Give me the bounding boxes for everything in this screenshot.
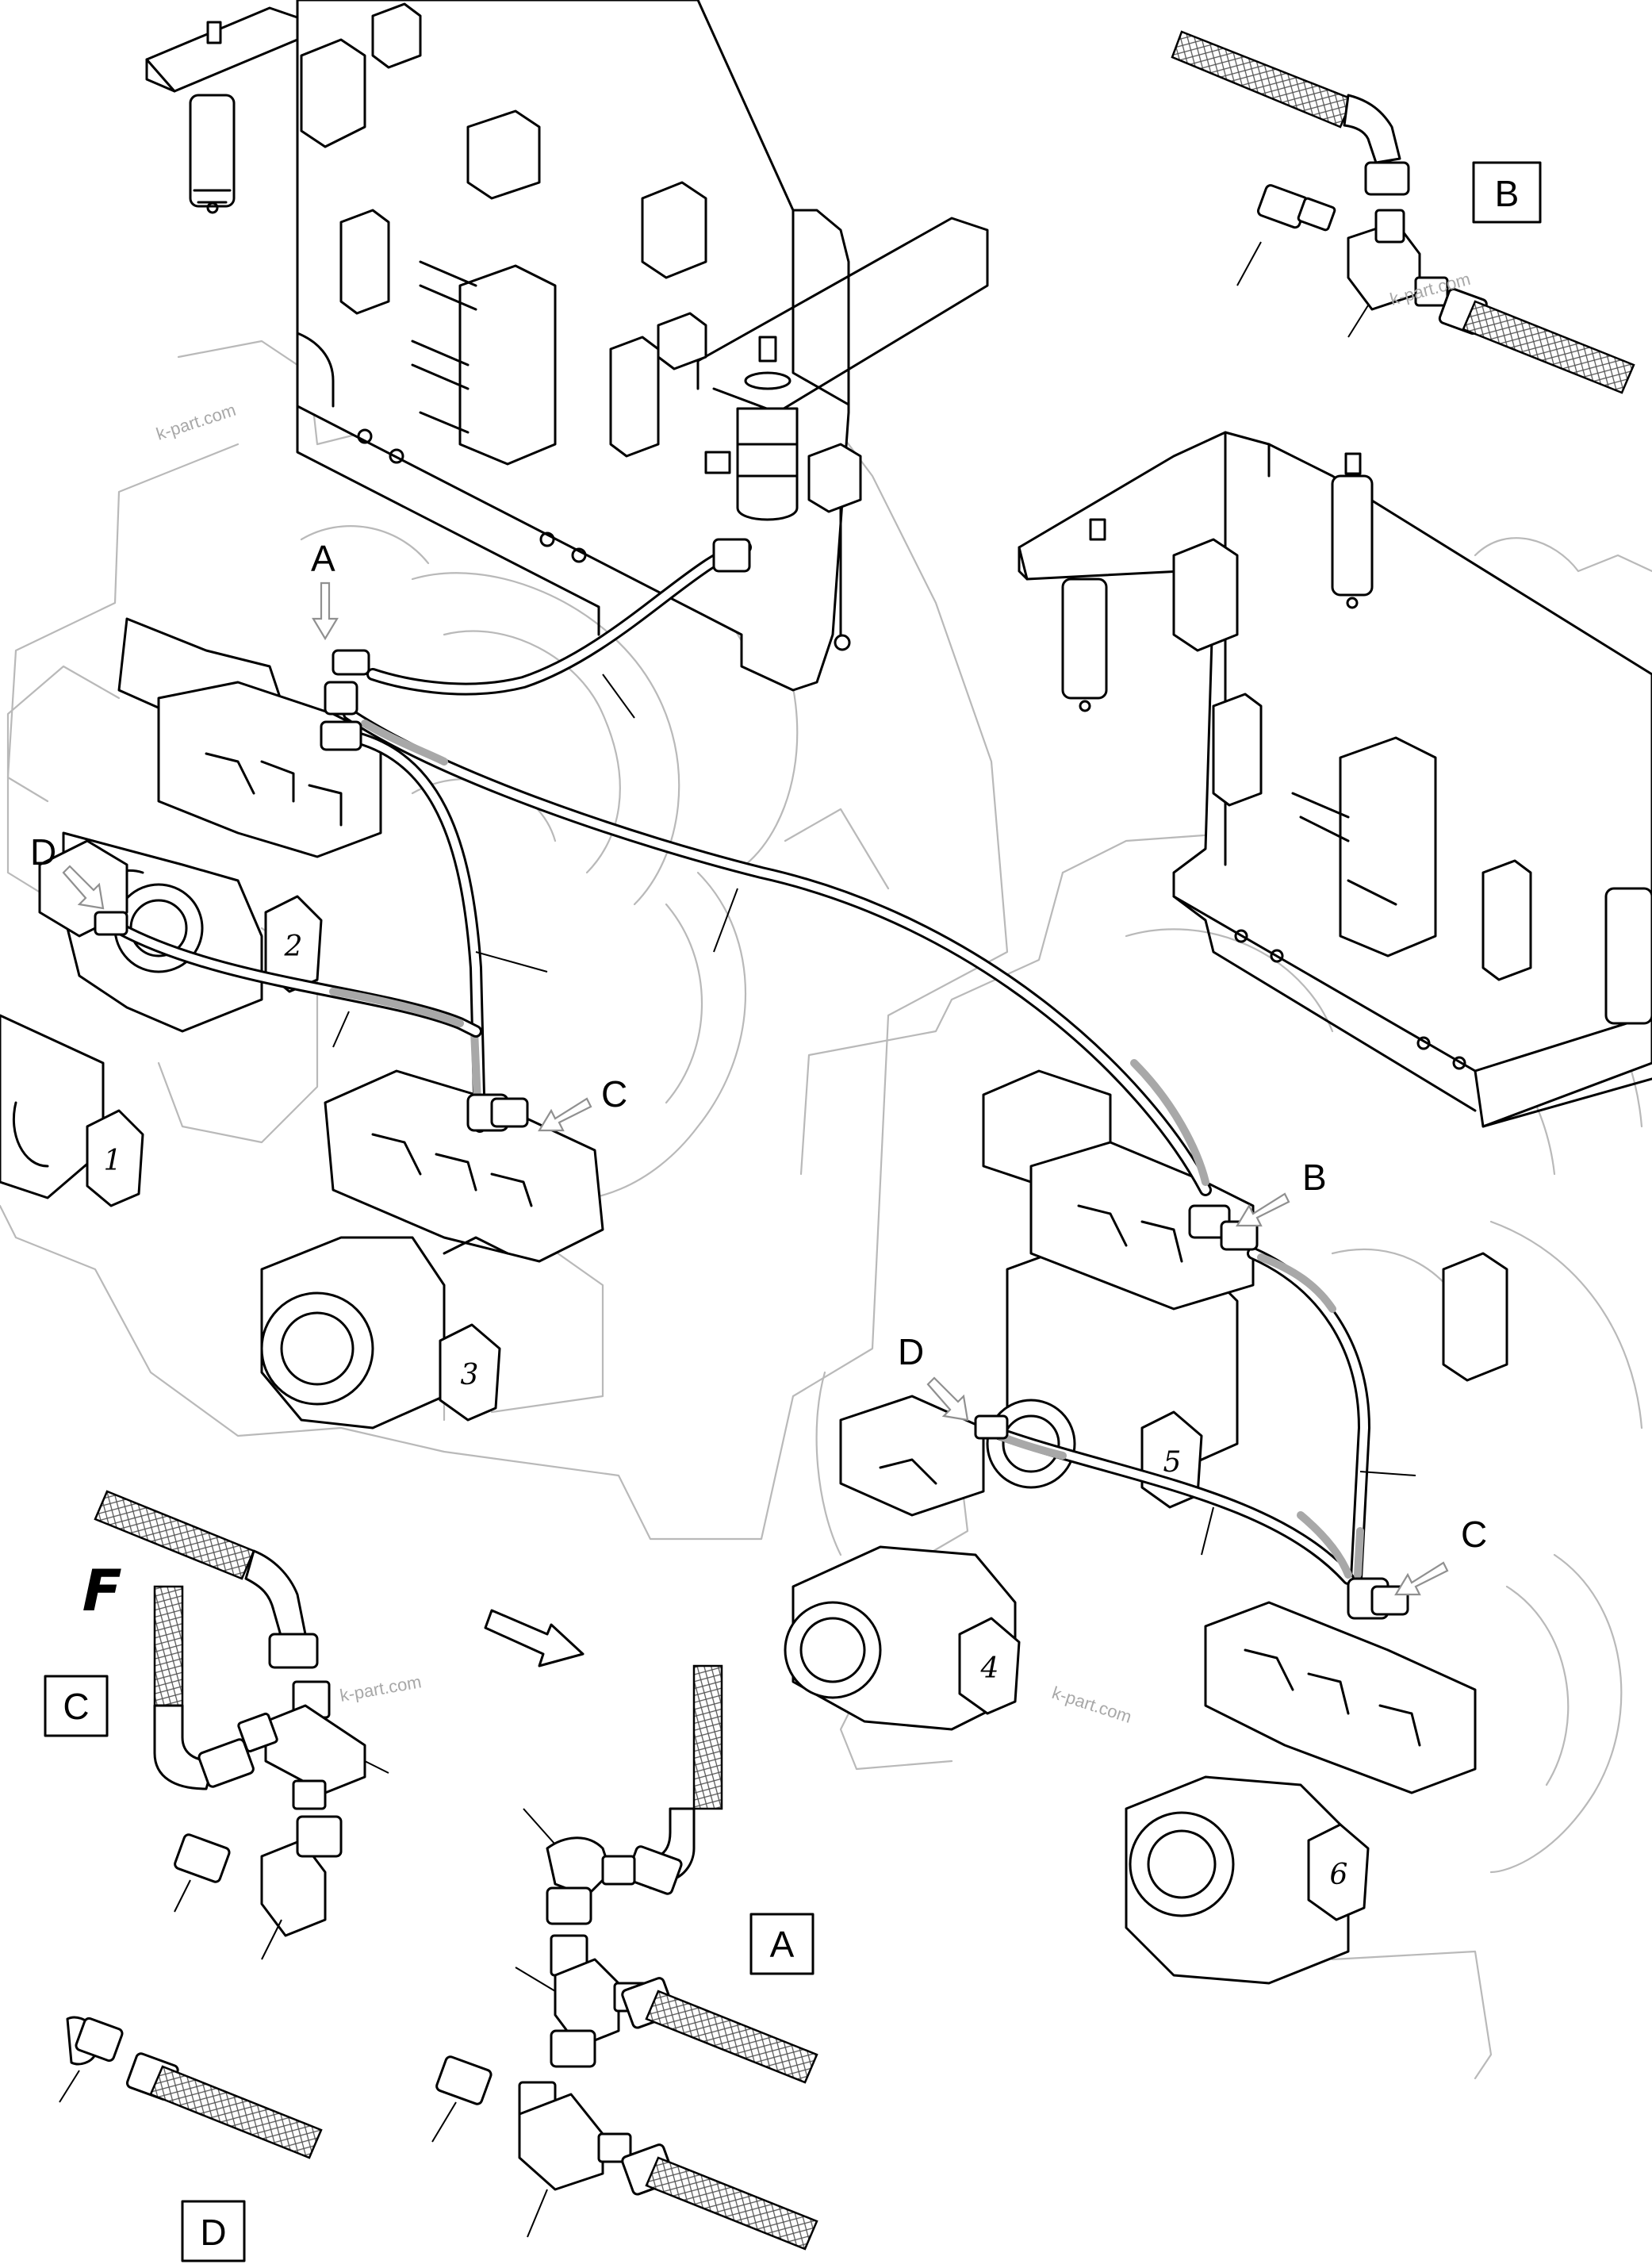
detail-c-label: C (63, 1686, 89, 1727)
detail-a-label-box (749, 1913, 815, 1975)
pump-units-left: 1 2 3 (0, 617, 604, 1429)
callout-arrows (62, 581, 1449, 1596)
pump-number-4: 4 (980, 1652, 999, 1685)
pump-units-right: 4 5 6 (784, 1069, 1508, 1985)
detail-b-label: B (1495, 173, 1520, 214)
detail-b: B (1171, 30, 1635, 394)
detail-d-label: D (200, 2212, 226, 2253)
callout-c-left: C (601, 1073, 627, 1115)
pump-number-3: 3 (461, 1359, 479, 1391)
tee-fittings (94, 538, 1409, 1620)
forward-direction-indicator: F (75, 1558, 585, 1667)
watermark-3: k-part.com (339, 1671, 424, 1706)
detail-b-label-box (1472, 161, 1542, 224)
detail-a: A (431, 1664, 818, 2251)
watermark-1: k-part.com (154, 400, 239, 444)
callout-d-left: D (30, 831, 56, 873)
callout-b: B (1302, 1157, 1327, 1198)
callout-d-right: D (898, 1331, 924, 1372)
direction-letter: F (75, 1558, 128, 1625)
pump-number-2: 2 (284, 931, 303, 963)
detail-d: D (59, 2016, 323, 2262)
forward-arrow-icon (484, 1609, 585, 1667)
pump-number-6: 6 (1330, 1859, 1348, 1891)
detail-c: C (44, 1490, 389, 1960)
right-electrical-panel (1018, 431, 1652, 1128)
detail-c-label-box (44, 1675, 109, 1737)
detail-a-label: A (770, 1924, 795, 1965)
part-leader-lines (332, 673, 1416, 1556)
callout-a: A (311, 538, 335, 579)
watermark-4: k-part.com (1049, 1683, 1134, 1727)
pump-number-5: 5 (1163, 1446, 1182, 1479)
detail-d-label-box (181, 2200, 246, 2262)
callout-c-right: C (1461, 1514, 1487, 1555)
pump-number-1: 1 (104, 1145, 122, 1177)
hose-lines (113, 541, 1371, 1585)
left-electrical-panel (145, 0, 989, 692)
